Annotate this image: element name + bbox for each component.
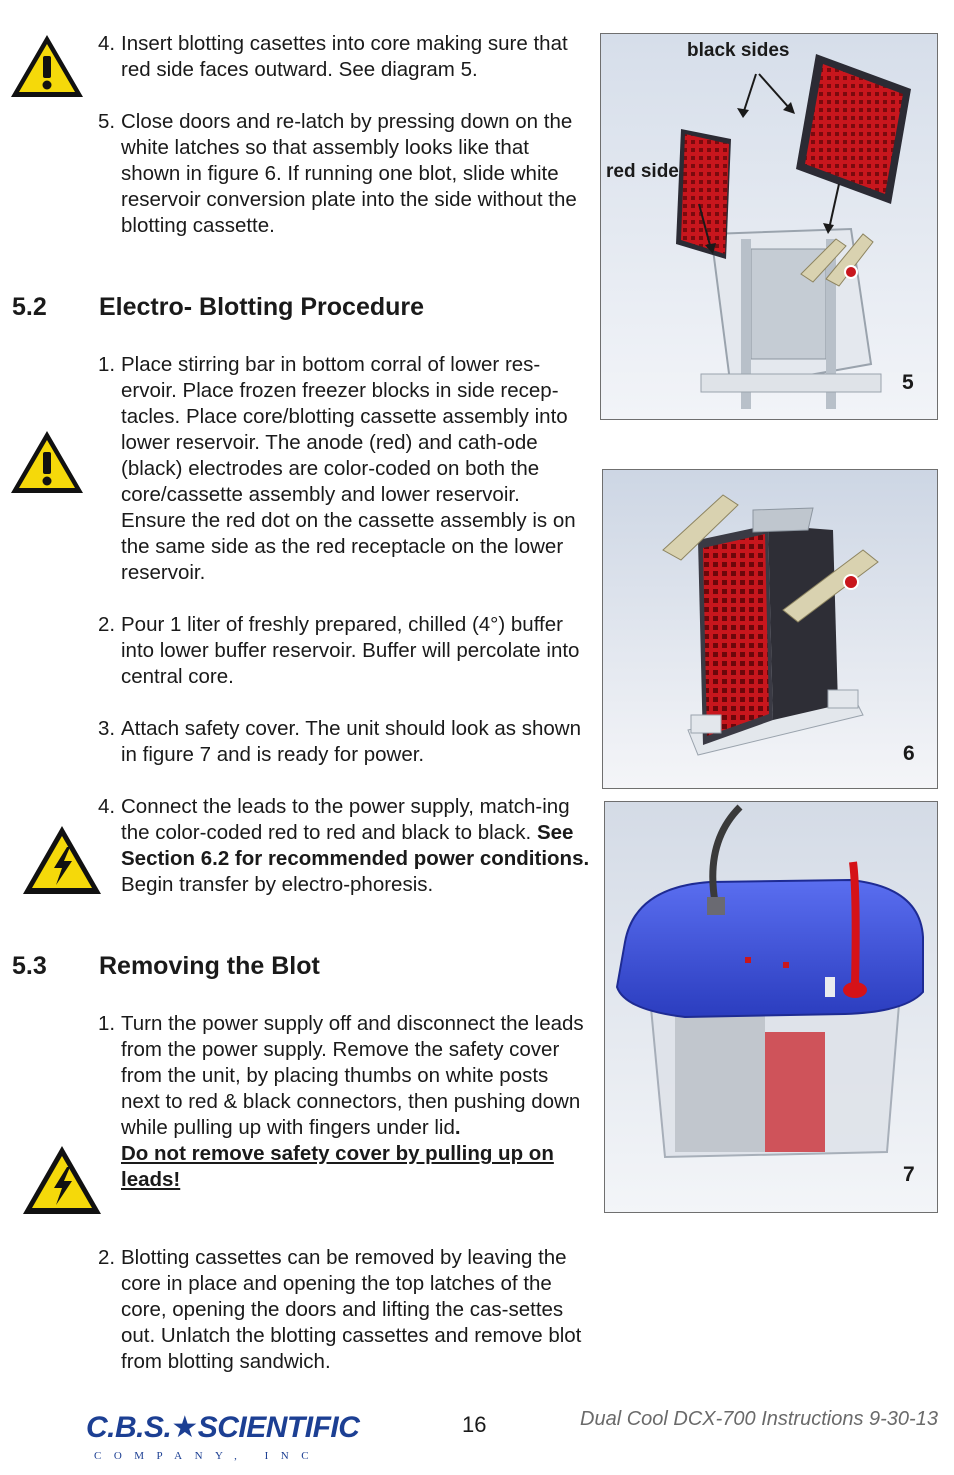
figure-number: 6 (903, 742, 915, 765)
list-number: 3. (98, 717, 116, 740)
figure-7: 7 (604, 801, 938, 1213)
list-item: 2. Pour 1 liter of freshly prepared, chi… (98, 612, 590, 690)
figure-6: 6 (602, 469, 938, 789)
list-text-period: . (454, 1116, 461, 1139)
list-item: 2. Blotting cassettes can be removed by … (98, 1245, 590, 1375)
figure-7-illustration (605, 802, 937, 1212)
figure-number: 7 (903, 1163, 915, 1186)
list-number: 4. (98, 32, 116, 55)
document-title: Dual Cool DCX-700 Instructions 9-30-13 (580, 1408, 938, 1430)
electrical-hazard-icon (23, 826, 101, 894)
list-item: 4. Connect the leads to the power supply… (98, 794, 590, 898)
list-number: 1. (98, 1012, 116, 1035)
electrical-hazard-icon (23, 1146, 101, 1214)
list-number: 5. (98, 110, 116, 133)
warning-exclamation-icon (11, 35, 83, 97)
list-item: 3. Attach safety cover. The unit should … (98, 716, 590, 768)
page-number: 16 (462, 1412, 487, 1437)
figure-5-illustration (601, 34, 937, 419)
list-text: Close doors and re-latch by pressing dow… (121, 110, 577, 237)
company-logo-subtitle: COMPANY, INC (94, 1450, 322, 1462)
figure-6-illustration (603, 470, 937, 788)
figure-5: black sides red side 5 (600, 33, 938, 420)
list-text: Insert blotting casettes into core makin… (121, 32, 568, 81)
company-logo: C.B.S.★SCIENTIFIC (86, 1411, 360, 1444)
list-text: Turn the power supply off and disconnect… (121, 1011, 590, 1193)
list-number: 1. (98, 353, 116, 376)
list-text-part: Connect the leads to the power supply, m… (121, 795, 570, 844)
list-text: Place stirring bar in bottom corral of l… (121, 353, 576, 584)
list-text-part: Begin transfer by electro-phoresis. (121, 873, 434, 896)
list-text: Blotting cassettes can be removed by lea… (121, 1246, 582, 1373)
list-item: 4. Insert blotting casettes into core ma… (98, 31, 590, 83)
list-number: 2. (98, 613, 116, 636)
list-text: Pour 1 liter of freshly prepared, chille… (121, 613, 580, 688)
red-side-label: red side (606, 161, 679, 182)
warning-text: Do not remove safety cover by pulling up… (121, 1142, 554, 1191)
black-sides-label: black sides (687, 40, 790, 61)
list-text: Connect the leads to the power supply, m… (121, 794, 590, 898)
section-number: 5.3 (12, 952, 47, 980)
section-title: Electro- Blotting Procedure (99, 293, 425, 321)
list-text-part: Turn the power supply off and disconnect… (121, 1012, 584, 1139)
list-item: 5. Close doors and re-latch by pressing … (98, 109, 590, 239)
list-text: Attach safety cover. The unit should loo… (121, 717, 581, 766)
section-reference: See Section 6.2 for recommended power co… (121, 821, 590, 870)
list-number: 4. (98, 795, 116, 818)
section-number: 5.2 (12, 293, 47, 321)
warning-exclamation-icon (11, 431, 83, 493)
section-title: Removing the Blot (99, 952, 320, 980)
figure-number: 5 (902, 371, 914, 394)
list-number: 2. (98, 1246, 116, 1269)
list-item: 1. Place stirring bar in bottom corral o… (98, 352, 590, 586)
list-item: 1. Turn the power supply off and disconn… (98, 1011, 590, 1193)
